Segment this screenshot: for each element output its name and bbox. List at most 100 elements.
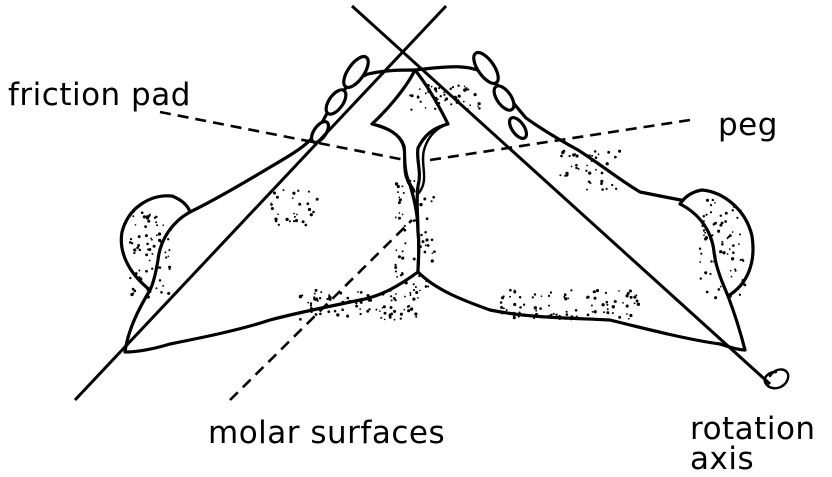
stipple-dot	[141, 211, 144, 214]
stipple-dot	[415, 286, 417, 288]
stipple-dot	[424, 251, 427, 254]
stipple-dot	[379, 310, 381, 312]
stipple-dot	[598, 153, 600, 155]
stipple-dot	[587, 296, 590, 299]
stipple-dot	[139, 277, 142, 280]
stipple-dot	[414, 312, 417, 315]
stipple-dot	[415, 219, 417, 221]
stipple-dot	[563, 296, 565, 298]
stipple-dot	[509, 296, 511, 298]
stipple-dot	[133, 252, 135, 254]
stipple-dot	[395, 270, 397, 272]
stipple-dot	[426, 217, 429, 220]
stipple-dot	[713, 223, 716, 226]
stipple-dot	[706, 199, 709, 202]
stipple-dot	[724, 220, 727, 223]
stipple-dot	[588, 171, 591, 174]
stipple-dot	[156, 234, 158, 236]
stipple-dot	[404, 225, 406, 227]
stipple-dot	[319, 313, 322, 316]
stipple-dot	[139, 249, 142, 252]
stipple-dot	[367, 298, 369, 300]
stipple-dot	[615, 188, 617, 190]
stipple-dot	[164, 251, 166, 253]
stipple-dot	[403, 309, 405, 311]
stipple-dot	[534, 293, 536, 295]
stipple-dot	[404, 281, 407, 284]
stipple-dot	[729, 234, 732, 237]
stipple-dot	[588, 154, 591, 157]
stipple-dot	[591, 155, 593, 157]
stipple-dot	[629, 314, 632, 317]
stipple-dot	[155, 287, 157, 289]
stipple-dot	[452, 86, 454, 88]
stipple-dot	[277, 213, 279, 215]
stipple-dot	[586, 165, 588, 167]
stipple-dot	[733, 291, 735, 293]
stipple-dot	[150, 237, 152, 239]
stipple-dot	[606, 301, 609, 304]
stipple-dot	[618, 290, 620, 292]
stipple-dot	[133, 290, 136, 293]
stipple-dot	[634, 302, 636, 304]
stipple-dot	[418, 275, 420, 277]
stipple-dot	[553, 313, 555, 315]
stipple-dot	[548, 295, 550, 297]
peg-label: peg	[718, 110, 778, 141]
stipple-dot	[146, 243, 149, 246]
stipple-dot	[395, 293, 397, 295]
stipple-dot	[703, 215, 705, 217]
stipple-dot	[402, 214, 404, 216]
stipple-dot	[523, 304, 525, 306]
stipple-dot	[606, 162, 609, 165]
stipple-dot	[147, 248, 149, 250]
stipple-dot	[571, 166, 573, 168]
stipple-dot	[404, 229, 407, 232]
stipple-dot	[703, 229, 705, 231]
stipple-dot	[348, 300, 351, 303]
stipple-dot	[478, 107, 481, 110]
stipple-dot	[131, 242, 133, 244]
stipple-dot	[467, 89, 469, 91]
stipple-dot	[596, 289, 599, 292]
stipple-dot	[169, 268, 171, 270]
stipple-dot	[586, 189, 588, 191]
stipple-dot	[473, 93, 476, 96]
stipple-dot	[299, 295, 302, 298]
stipple-dot	[135, 224, 137, 226]
stipple-dot	[417, 297, 419, 299]
stipple-dot	[454, 96, 456, 98]
stipple-dot	[135, 272, 138, 275]
stipple-dot	[432, 252, 434, 254]
stipple-dot	[611, 184, 613, 186]
stipple-dot	[457, 99, 460, 102]
stipple-dot	[629, 289, 632, 292]
stipple-dot	[334, 310, 337, 313]
stipple-dot	[328, 294, 330, 296]
stipple-dot	[503, 307, 505, 309]
stipple-dot	[133, 248, 136, 251]
stipple-dot	[293, 213, 295, 215]
stipple-dot	[548, 315, 551, 318]
stipple-dot	[431, 259, 434, 262]
stipple-dot	[575, 309, 578, 312]
stipple-dot	[709, 238, 711, 240]
stipple-dot	[592, 311, 594, 313]
stipple-dot	[576, 315, 578, 317]
stipple-dot	[469, 104, 471, 106]
stipple-dot	[443, 94, 445, 96]
stipple-dot	[714, 254, 717, 257]
stipple-dot	[625, 294, 628, 297]
stipple-dot	[743, 283, 746, 286]
stipple-dot	[328, 298, 331, 301]
stipple-dot	[153, 245, 156, 248]
stipple-dot	[438, 87, 440, 89]
stipple-dot	[270, 203, 273, 206]
stipple-dot	[368, 308, 370, 310]
stipple-dot	[398, 255, 401, 258]
stipple-dot	[315, 313, 318, 316]
stipple-dot	[413, 180, 415, 182]
stipple-dot	[739, 209, 741, 211]
stipple-dot	[293, 220, 295, 222]
